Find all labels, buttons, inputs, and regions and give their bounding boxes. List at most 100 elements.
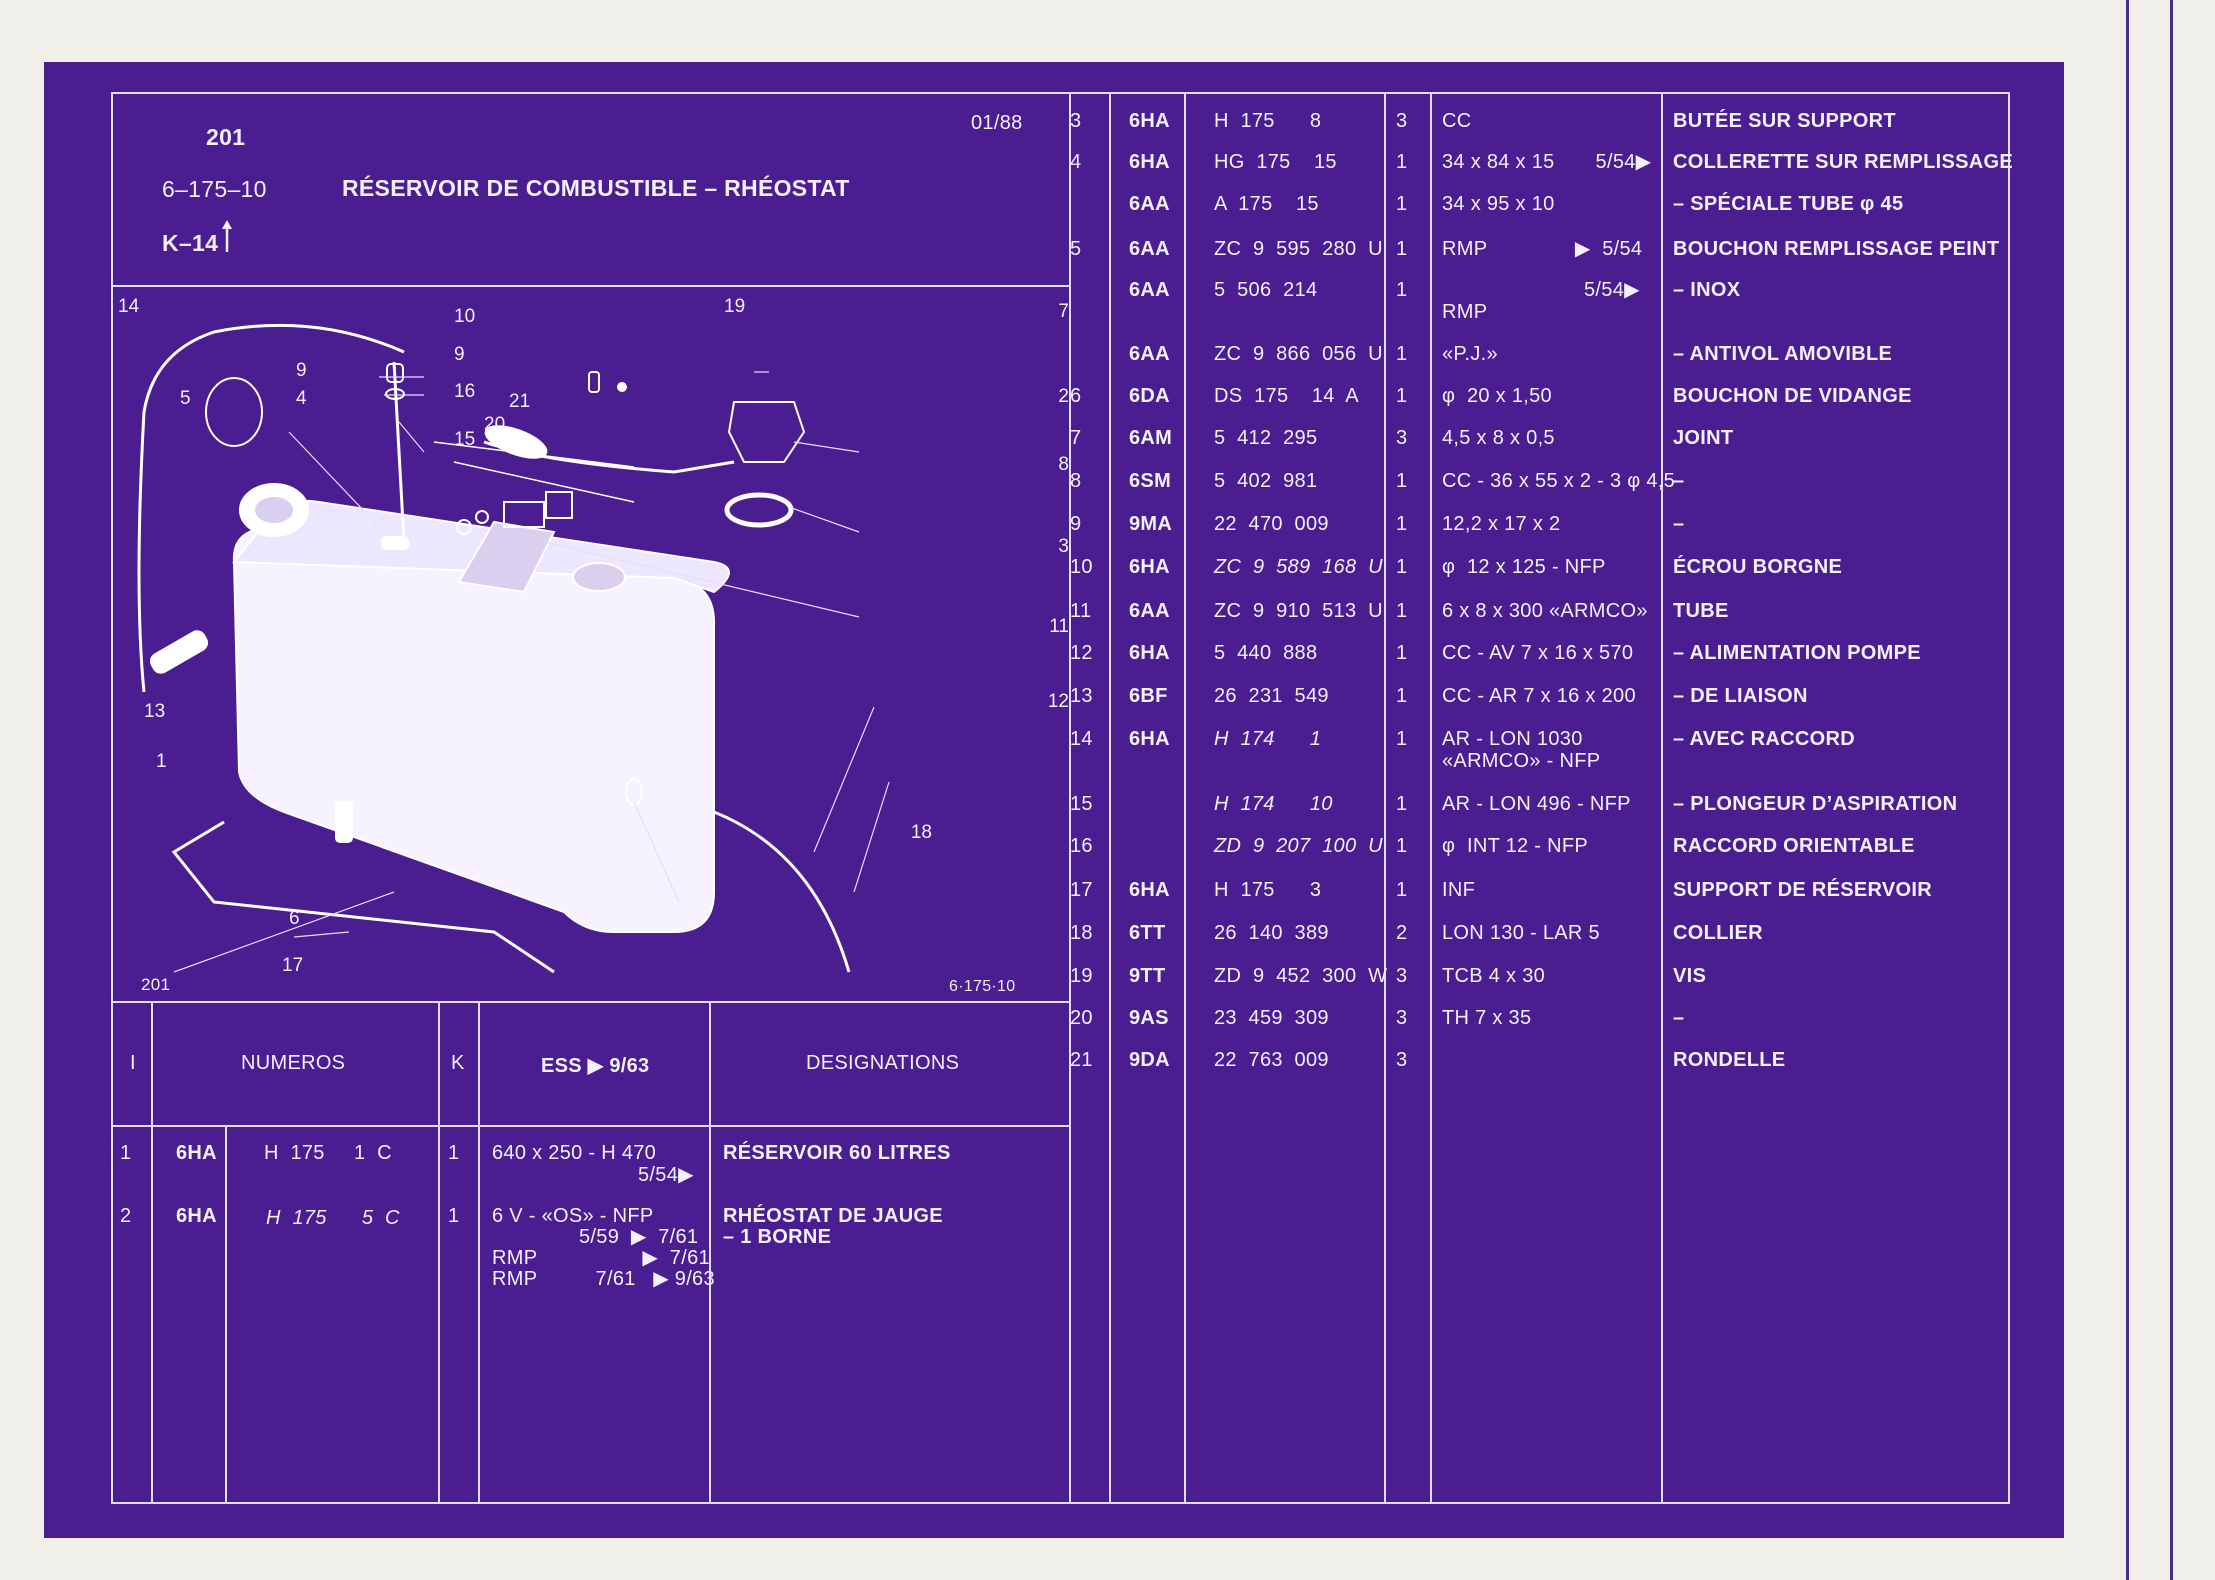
cell-number: H 175 8 [1214,110,1322,132]
cell-code: 9DA [1129,1049,1170,1071]
tank-support [171,820,555,974]
cell-number: ZC 9 589 168 U [1214,556,1383,578]
exploded-diagram: 14 10 9 16 21 20 15 5 4 9 19 7 2 8 3 11 … [118,296,1069,976]
cell-designation: – DE LIAISON [1673,685,1808,707]
cell-designation: BUTÉE SUR SUPPORT [1673,110,1896,132]
cell-designation: – [1673,470,1685,492]
cell-spec: TH 7 x 35 [1442,1007,1532,1029]
cell-code: 9MA [1129,513,1173,535]
cell-ess: 5/59 ▶ 7/61 [579,1226,699,1248]
cell-spec: 6 x 8 x 300 «ARMCO» [1442,600,1648,622]
cell-designation: – 1 BORNE [723,1226,832,1248]
cell-designation: COLLIER [1673,922,1763,944]
cell-designation: – AVEC RACCORD [1673,728,1855,750]
callout-label: 8 [1058,454,1069,475]
cell-k: 3 [1396,1007,1408,1029]
cell-code: 6HA [1129,642,1170,664]
cell-designation: – INOX [1673,279,1741,301]
cell-k: 1 [1396,193,1408,215]
cell-code: 6SM [1129,470,1172,492]
cell-code: 6AM [1129,427,1173,449]
cell-spec: 12,2 x 17 x 2 [1442,513,1561,535]
cell-spec: INF [1442,879,1476,901]
cell-spec: 4,5 x 8 x 0,5 [1442,427,1555,449]
cell-spec: LON 130 - LAR 5 [1442,922,1600,944]
cell-index: 6 [1070,385,1082,407]
cell-index: 16 [1070,835,1093,857]
cell-ess: 6 V - «OS» - NFP [492,1205,654,1227]
col-header-index: I [130,1052,136,1074]
cell-code: 6AA [1129,193,1170,215]
cell-k: 1 [1396,728,1408,750]
cell-index: 21 [1070,1049,1093,1071]
cell-number: A 175 15 [1214,193,1319,215]
cell-k: 1 [1396,642,1408,664]
cell-k: 1 [1396,879,1408,901]
fuel-tank [231,483,730,933]
cell-number: ZC 9 595 280 U [1214,238,1383,260]
cell-k: 1 [1396,238,1408,260]
callout-label: 21 [509,391,530,412]
cell-index: 14 [1070,728,1093,750]
callout-label: 14 [118,296,140,317]
callout-label: 15 [454,429,475,450]
date-code: 01/88 [971,112,1023,134]
cell-spec: «P.J.» [1442,343,1498,365]
cell-k: 3 [1396,427,1408,449]
cell-designation: – PLONGEUR D’ASPIRATION [1673,793,1958,815]
cell-designation: COLLERETTE SUR REMPLISSAGE [1673,151,2014,173]
cell-spec: CC - 36 x 55 x 2 - 3 φ 4,5 [1442,470,1676,492]
cell-designation: RACCORD ORIENTABLE [1673,835,1915,857]
cell-index: 4 [1070,151,1082,173]
callout-label: 16 [454,381,475,402]
cell-index: 13 [1070,685,1093,707]
cell-k: 1 [1396,793,1408,815]
cell-index: 7 [1070,427,1082,449]
cell-spec: RMP ▶ 5/54 [1442,238,1643,260]
col-rule [438,1001,440,1504]
callout-label: 3 [1058,536,1069,557]
cell-index: 18 [1070,922,1093,944]
cell-k: 1 [1396,385,1408,407]
cell-index: 8 [1070,470,1082,492]
cell-ess: 640 x 250 - H 470 [492,1142,657,1164]
cell-spec: RMP [1442,301,1488,323]
cell-spec: CC - AV 7 x 16 x 570 [1442,642,1634,664]
cell-k: 1 [1396,470,1408,492]
drawing-footer-left: 201 [141,975,171,994]
cell-index: 3 [1070,110,1082,132]
col-rule [1430,92,1432,1504]
cell-index: 1 [120,1142,132,1164]
col-header-ess: ESS ▶ 9/63 [541,1055,650,1077]
cell-designation: – [1673,513,1685,535]
callout-label: 1 [156,751,167,772]
cell-number: 5 402 981 [1214,470,1318,492]
cell-k: 1 [448,1205,460,1227]
panel-divider [1069,92,1071,1504]
col-rule [478,1001,480,1504]
callout-label: 6 [289,908,300,929]
cell-code: 6HA [176,1205,217,1227]
cell-code: 6TT [1129,922,1166,944]
cell-index: 12 [1070,642,1093,664]
cell-number: H 174 1 [1214,728,1322,750]
cell-designation: – ANTIVOL AMOVIBLE [1673,343,1893,365]
col-rule [1661,92,1663,1504]
cell-designation: SUPPORT DE RÉSERVOIR [1673,879,1933,901]
col-rule [1384,92,1386,1504]
cell-k: 3 [1396,965,1408,987]
cell-designation: JOINT [1673,427,1734,449]
cell-number: 5 412 295 [1214,427,1318,449]
cell-ess: RMP ▶ 7/61 [492,1247,710,1269]
col-rule [1184,92,1186,1504]
cell-k: 1 [1396,343,1408,365]
cell-k: 1 [1396,513,1408,535]
cell-spec: 34 x 95 x 10 [1442,193,1555,215]
cell-code: 6AA [1129,279,1170,301]
table-row: 2 6HA H 175 5 C 1 6 V - «OS» - NFP 5/59 … [44,62,943,1290]
cell-number: ZC 9 866 056 U [1214,343,1383,365]
grid-reference: K–14 [162,230,219,256]
cell-designation: VIS [1673,965,1707,987]
callout-label: 9 [296,360,307,381]
cell-index: 2 [120,1205,132,1227]
